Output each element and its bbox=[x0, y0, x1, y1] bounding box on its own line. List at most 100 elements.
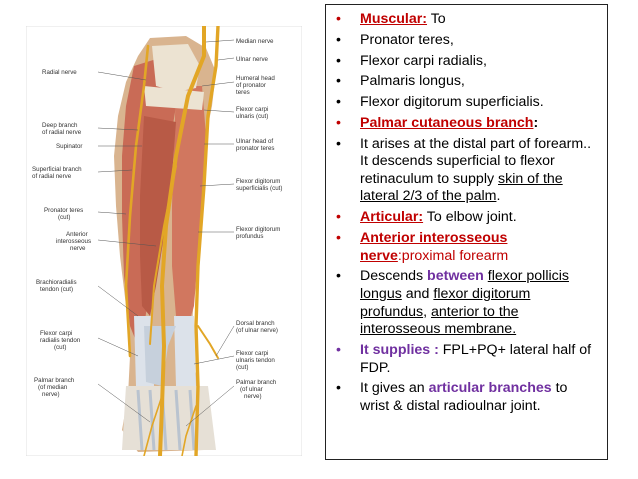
forearm-anatomy-illustration: Median nerve Ulnar nerve Radial nerve Hu… bbox=[26, 26, 302, 456]
bullet-palmaris: • Palmaris longus, bbox=[332, 73, 599, 91]
label-radial-nerve: Radial nerve bbox=[42, 69, 77, 76]
label-fcu-cut-2: ulnaris (cut) bbox=[236, 113, 268, 120]
desc-text-1: Descends bbox=[360, 268, 428, 285]
bullet-fcr: • Flexor carpi radialis, bbox=[332, 53, 599, 71]
label-fcu-tendon-1: Flexor carpi bbox=[236, 350, 268, 357]
desc-anterior: anterior to the interosseous membrane. bbox=[360, 303, 519, 338]
palmar-colon: : bbox=[533, 114, 539, 131]
muscular-rest: To bbox=[427, 11, 446, 27]
label-palmar-median-3: nerve) bbox=[42, 391, 60, 398]
nerves bbox=[124, 26, 220, 456]
bullet-gives: • It gives an articular branches to wris… bbox=[332, 380, 599, 415]
label-ulnar-head-2: pronator teres bbox=[236, 145, 275, 152]
leader-lines bbox=[97, 39, 235, 427]
wrist-tendon-lines bbox=[136, 389, 196, 451]
label-dorsal-branch-1: Dorsal branch bbox=[236, 320, 275, 327]
bullet-descends: • Descends between flexor pollicis longu… bbox=[332, 268, 599, 338]
label-fds-cut-2: superficialis (cut) bbox=[236, 185, 282, 192]
label-anterior-3: nerve bbox=[70, 245, 86, 252]
ain-rest: :proximal forearm bbox=[397, 247, 509, 264]
label-palmar-ulnar-3: nerve) bbox=[244, 393, 262, 400]
label-anterior-1: Anterior bbox=[66, 231, 88, 238]
fcr-text: Flexor carpi radialis, bbox=[360, 52, 487, 69]
bullet-supplies: • It supplies : FPL+PQ+ lateral half of … bbox=[332, 342, 599, 377]
arises-underline-1: skin of the bbox=[498, 170, 563, 187]
desc-comma: , bbox=[423, 303, 431, 320]
articular-label: Articular: bbox=[360, 209, 424, 226]
palmar-cutaneous-label: Palmar cutaneous branch bbox=[360, 114, 534, 131]
label-humeral-head-2: of pronator bbox=[236, 82, 266, 89]
pronator-teres-text: Pronator teres, bbox=[360, 31, 454, 48]
desc-fdp: flexor digitorum profundus bbox=[360, 286, 531, 320]
label-median-nerve: Median nerve bbox=[236, 38, 274, 45]
label-fcr-3: (cut) bbox=[54, 344, 66, 351]
label-fcu-cut-1: Flexor carpi bbox=[236, 106, 268, 113]
supplies-rest: FPL+PQ+ lateral half of FDP. bbox=[360, 341, 592, 376]
label-deep-branch-2: of radial nerve bbox=[42, 129, 82, 136]
label-humeral-head-1: Humeral head bbox=[236, 75, 275, 82]
ulnar-nerve-line bbox=[194, 26, 220, 456]
label-anterior-2: interosseous bbox=[56, 238, 91, 245]
label-fcr-1: Flexor carpi bbox=[40, 330, 72, 337]
fds-text: Flexor digitorum superficialis. bbox=[360, 94, 544, 111]
bullet-muscular: • Muscular: To bbox=[332, 11, 599, 29]
label-ulnar-nerve: Ulnar nerve bbox=[236, 56, 269, 63]
desc-fpl: flexor pollicis longus bbox=[360, 268, 569, 302]
label-brachioradialis-2: tendon (cut) bbox=[40, 286, 73, 293]
muscular-label: Muscular: bbox=[360, 11, 428, 27]
bullet-arises: • It arises at the distal part of forear… bbox=[332, 136, 599, 206]
gives-text-1: It gives an bbox=[360, 380, 429, 397]
bullet-dot: • bbox=[336, 52, 341, 69]
anterior-interosseous-nerve-line bbox=[149, 165, 177, 345]
label-pronator-teres-1: Pronator teres bbox=[44, 207, 83, 214]
bullet-articular: • Articular: To elbow joint. bbox=[332, 209, 599, 227]
bullet-dot: • bbox=[336, 94, 341, 111]
gives-text-2: to wrist & distal radioulnar joint. bbox=[360, 380, 568, 414]
label-fcu-tendon-2: ulnaris tendon bbox=[236, 357, 275, 364]
bullet-dot: • bbox=[336, 341, 341, 358]
bullet-dot: • bbox=[336, 73, 341, 90]
pronator-quadratus-area bbox=[144, 326, 176, 386]
notes-list: • Muscular: To • Pronator teres, • Flexo… bbox=[332, 11, 599, 416]
radial-nerve-line bbox=[124, 44, 150, 358]
label-palmar-ulnar-2: (of ulnar bbox=[240, 386, 263, 393]
label-palmar-median-2: (of median bbox=[38, 384, 68, 391]
label-superficial-branch-2: of radial nerve bbox=[32, 173, 72, 180]
bullet-dot: • bbox=[336, 135, 341, 152]
flexor-pollicis-longus-muscle bbox=[140, 116, 176, 316]
fcu-tendon bbox=[174, 316, 196, 386]
label-brachioradialis-1: Brachioradialis bbox=[36, 279, 77, 286]
articular-rest: To elbow joint. bbox=[423, 209, 517, 226]
arises-text: It arises at the distal part of forearm.… bbox=[360, 135, 592, 187]
label-pronator-teres-2: (cut) bbox=[58, 214, 70, 221]
bullet-anterior-interosseous: • Anterior interosseous nerve:proximal f… bbox=[332, 230, 599, 265]
label-fdp-1: Flexor digitorum bbox=[236, 226, 280, 233]
flexor-digitorum-profundus-muscle bbox=[172, 86, 206, 326]
notes-panel: • Muscular: To • Pronator teres, • Flexo… bbox=[325, 4, 608, 460]
bullet-dot: • bbox=[336, 31, 341, 48]
median-nerve-line bbox=[158, 26, 206, 456]
palmaris-text: Palmaris longus, bbox=[360, 73, 465, 90]
label-dorsal-branch-2: (of ulnar nerve) bbox=[236, 327, 278, 334]
label-fcr-2: radialis tendon bbox=[40, 337, 81, 344]
desc-and: and bbox=[401, 286, 434, 302]
bullet-dot: • bbox=[336, 380, 341, 397]
arises-underline-2: lateral 2/3 of the palm bbox=[360, 188, 497, 205]
label-humeral-head-3: teres bbox=[236, 89, 250, 96]
label-fds-cut-1: Flexor digitorum bbox=[236, 178, 280, 185]
label-deep-branch-1: Deep branch bbox=[42, 122, 78, 129]
label-ulnar-head-1: Ulnar head of bbox=[236, 138, 273, 145]
bullet-pronator-teres: • Pronator teres, bbox=[332, 32, 599, 50]
label-supinator: Supinator bbox=[56, 143, 83, 150]
label-fdp-2: profundus bbox=[236, 233, 264, 240]
bullet-dot: • bbox=[336, 11, 341, 27]
bullet-palmar-cutaneous: • Palmar cutaneous branch: bbox=[332, 115, 599, 133]
wrist-tendons bbox=[122, 386, 216, 450]
dorsal-branch-line bbox=[197, 325, 219, 359]
bullet-dot: • bbox=[336, 209, 341, 226]
desc-between: between bbox=[427, 268, 484, 285]
bullet-fds: • Flexor digitorum superficialis. bbox=[332, 94, 599, 112]
distal-humerus-bone bbox=[152, 44, 200, 92]
bullet-dot: • bbox=[336, 268, 341, 285]
illustration-labels: Median nerve Ulnar nerve Radial nerve Hu… bbox=[32, 38, 282, 400]
